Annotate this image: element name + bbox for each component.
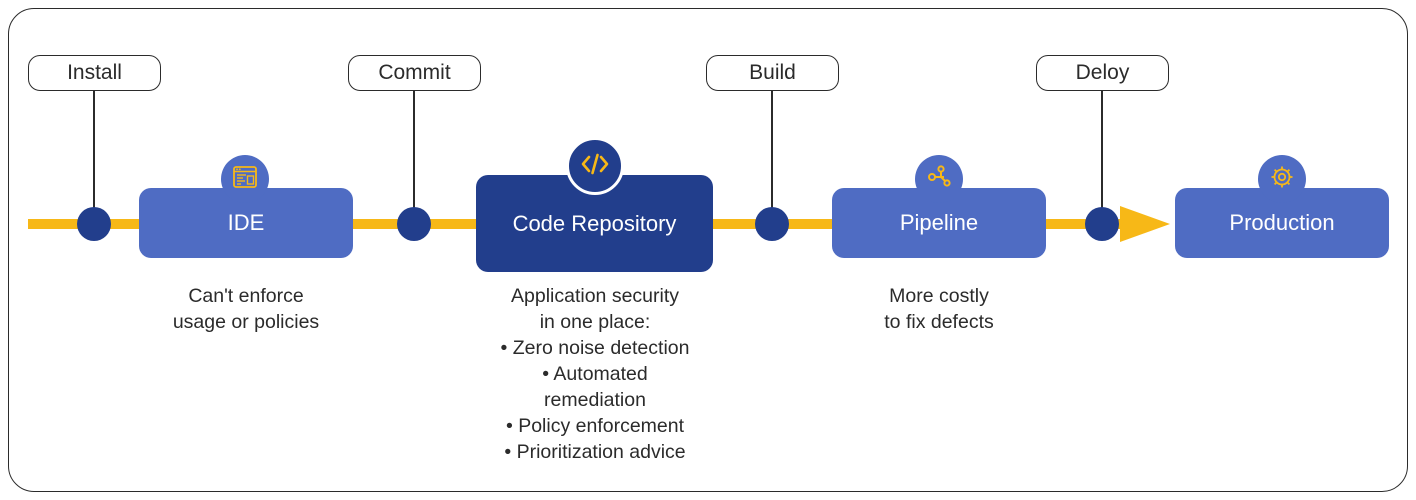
step-deploy-label: Deloy [1075,61,1130,84]
ide-icon-badge [221,155,269,203]
dot-build [755,207,789,241]
step-build-label: Build [749,61,796,84]
connector-build [771,91,773,209]
note-code-repository-line: in one place: [539,311,651,333]
connector-install [93,91,95,209]
note-code-repository-line: remediation [544,389,646,411]
step-deploy: Deloy [1036,55,1169,91]
note-pipeline-line: to fix defects [884,311,994,333]
ide-window-icon [232,164,258,195]
code-brackets-icon [580,152,610,181]
note-ide-line: Can't enforce [188,285,304,307]
production-icon-badge [1258,155,1306,203]
stage-production: Production [1175,188,1389,258]
diagram-frame [8,8,1408,492]
note-code-repository-bullet: • Automated [542,363,648,385]
pipeline-icon-badge [915,155,963,203]
dot-deploy [1085,207,1119,241]
note-ide: Can't enforce usage or policies [146,283,346,335]
gear-icon [1268,163,1296,196]
stage-pipeline-label: Pipeline [899,210,979,235]
note-code-repository-bullet: • Zero noise detection [500,337,690,359]
connector-commit [413,91,415,209]
note-ide-line: usage or policies [172,311,320,333]
step-commit: Commit [348,55,481,91]
connector-deploy [1101,91,1103,209]
step-install: Install [28,55,161,91]
code-repository-icon-badge [566,137,624,195]
stage-ide-label: IDE [227,210,265,235]
stage-ide: IDE [139,188,353,258]
note-pipeline-line: More costly [889,285,989,307]
step-commit-label: Commit [378,61,451,84]
note-code-repository: Application security in one place: • Zer… [470,283,720,465]
dot-commit [397,207,431,241]
flow-arrowhead [1120,206,1170,242]
step-install-label: Install [67,61,122,84]
dot-install [77,207,111,241]
stage-production-label: Production [1229,210,1335,235]
note-code-repository-bullet: • Prioritization advice [504,441,686,463]
note-code-repository-bullet: • Policy enforcement [505,415,685,437]
note-code-repository-line: Application security [511,285,679,307]
stage-code-repository-label: Code Repository [512,210,677,236]
pipeline-branch-icon [926,164,952,195]
step-build: Build [706,55,839,91]
note-pipeline: More costly to fix defects [839,283,1039,335]
